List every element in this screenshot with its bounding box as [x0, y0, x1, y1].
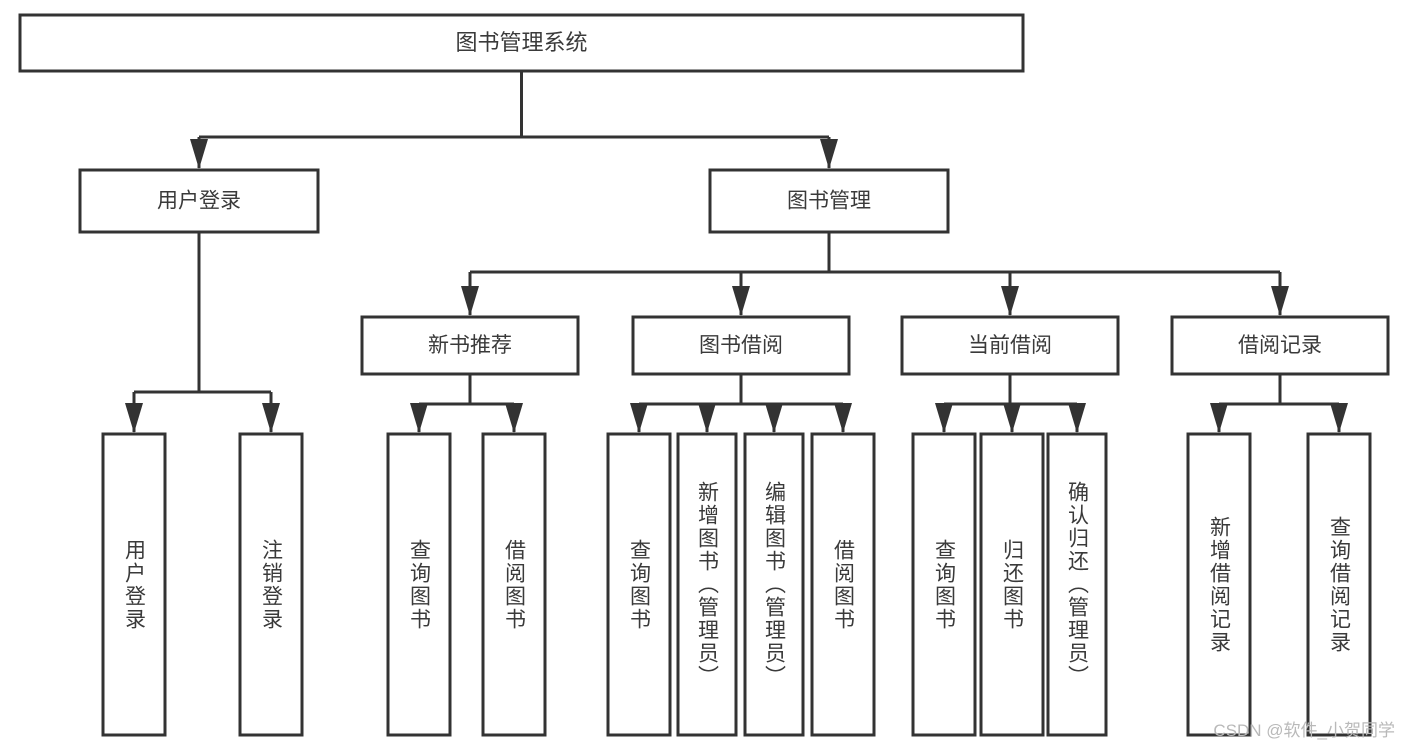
arrow-head-icon	[461, 286, 479, 316]
leaf-node-box[interactable]	[743, 432, 805, 737]
arrow-head-icon	[1330, 403, 1348, 433]
arrow-head-icon	[1210, 403, 1228, 433]
arrow-head-icon	[1068, 403, 1086, 433]
arrow-head-icon	[1001, 286, 1019, 316]
node-box-layer	[18, 13, 1390, 737]
level2-node-box[interactable]	[78, 168, 320, 234]
level2-node-label: 用户登录	[157, 190, 241, 213]
arrow-head-icon	[125, 403, 143, 433]
arrow-head-icon	[190, 139, 208, 169]
leaf-node-box[interactable]	[676, 432, 738, 737]
level3-node-box[interactable]	[360, 315, 580, 376]
level3-node-label: 当前借阅	[968, 334, 1052, 357]
arrow-head-icon	[765, 403, 783, 433]
root-node-box[interactable]	[18, 13, 1025, 73]
arrow-head-icon	[1271, 286, 1289, 316]
leaf-node-box[interactable]	[911, 432, 977, 737]
leaf-node-box[interactable]	[1046, 432, 1108, 737]
arrow-head-icon	[630, 403, 648, 433]
level3-node-label: 图书借阅	[699, 334, 783, 357]
arrow-head-icon	[410, 403, 428, 433]
leaf-node-box[interactable]	[606, 432, 672, 737]
leaf-node-box[interactable]	[101, 432, 167, 737]
level3-node-box[interactable]	[631, 315, 851, 376]
leaf-node-box[interactable]	[1306, 432, 1372, 737]
leaf-node-box[interactable]	[979, 432, 1045, 737]
root-node-label: 图书管理系统	[455, 30, 587, 55]
arrow-head-icon	[935, 403, 953, 433]
level2-node-label: 图书管理	[787, 190, 871, 213]
arrow-head-icon	[820, 139, 838, 169]
arrow-head-icon	[1003, 403, 1021, 433]
connector-layer	[125, 71, 1348, 433]
arrow-head-icon	[505, 403, 523, 433]
leaf-node-box[interactable]	[238, 432, 304, 737]
level3-node-label: 借阅记录	[1238, 334, 1322, 357]
leaf-node-box[interactable]	[386, 432, 452, 737]
leaf-node-box[interactable]	[1186, 432, 1252, 737]
csdn-watermark: CSDN @软件_小贺同学	[1213, 721, 1395, 740]
leaf-node-box[interactable]	[810, 432, 876, 737]
level3-node-box[interactable]	[1170, 315, 1390, 376]
arrow-head-icon	[732, 286, 750, 316]
arrow-head-icon	[262, 403, 280, 433]
level2-node-box[interactable]	[708, 168, 950, 234]
level3-node-box[interactable]	[900, 315, 1120, 376]
leaf-node-box[interactable]	[481, 432, 547, 737]
arrow-head-icon	[698, 403, 716, 433]
arrow-head-icon	[834, 403, 852, 433]
level3-node-label: 新书推荐	[428, 334, 512, 357]
